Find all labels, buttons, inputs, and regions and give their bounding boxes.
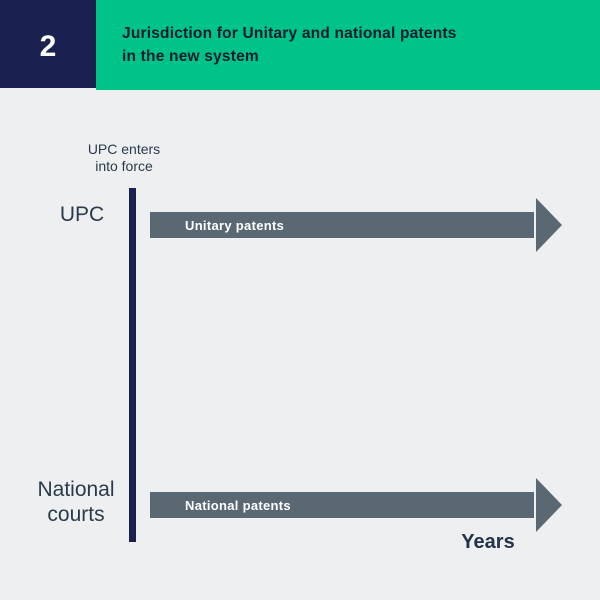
national-patents-arrow-label: National patents	[185, 497, 291, 513]
national-patents-arrow: National patents	[150, 492, 534, 518]
x-axis-label-years: Years	[461, 531, 515, 553]
unitary-patents-arrowhead-icon	[536, 198, 562, 252]
row-label-national-line-1: National	[37, 478, 115, 501]
header-bar: Jurisdiction for Unitary and national pa…	[96, 0, 600, 90]
row-label-national-line-2: courts	[47, 503, 105, 526]
row-label-national-courts: National courts	[22, 477, 130, 527]
figure-number-box: 2	[0, 0, 96, 88]
upc-entry-annotation-line-2: into force	[95, 157, 153, 174]
page-title-line-2: in the new system	[122, 48, 259, 65]
figure-number: 2	[39, 30, 57, 63]
vertical-axis-line	[129, 188, 136, 542]
page-title-line-1: Jurisdiction for Unitary and national pa…	[122, 25, 457, 42]
national-patents-arrowhead-icon	[536, 478, 562, 532]
upc-entry-annotation-line-1: UPC enters	[87, 141, 161, 157]
row-label-upc: UPC	[59, 203, 105, 226]
upc-entry-annotation: UPC enters into force	[58, 141, 190, 174]
unitary-patents-arrow: Unitary patents	[150, 212, 534, 238]
unitary-patents-arrow-label: Unitary patents	[185, 217, 285, 233]
